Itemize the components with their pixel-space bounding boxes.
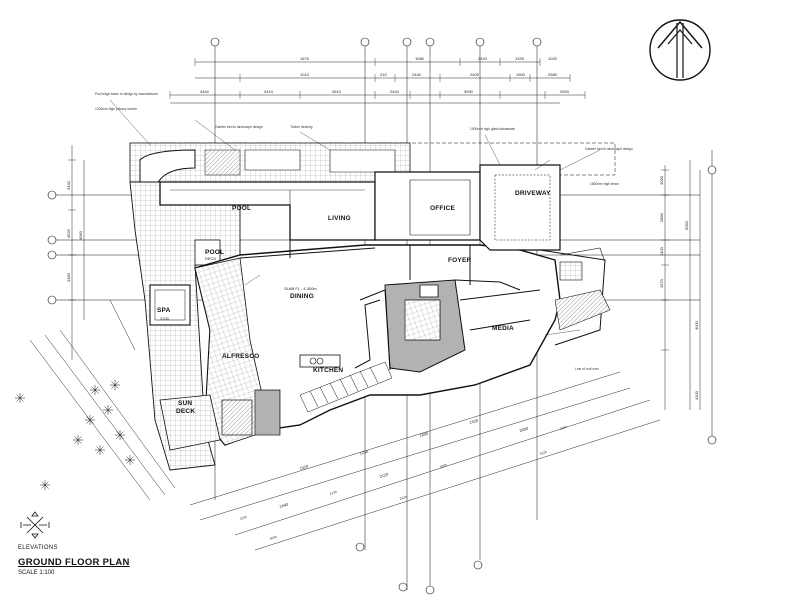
room-label-living: LIVING [328,215,351,222]
landscape-plants [15,380,135,490]
room-sub-deck: DECK [176,408,195,415]
room-label-pool: POOL [232,205,251,212]
rear-terrace [129,142,411,191]
dim-bottom-6: 2120 [379,471,390,479]
dim-bottom-4: 1520 [469,417,480,425]
north-arrow-icon [649,19,711,81]
room-label-foyer: FOYER [448,257,471,264]
top-dimension-text: 1675 1080 2420 1325 1020 1010 210 2440 2… [200,56,570,94]
dim-top-6: 1010 [300,72,310,77]
dim-top-2: 1080 [415,56,425,61]
pool-surround [129,181,241,471]
room-label-pool-deck: POOL [205,249,224,256]
note-2: 1200mm high privacy screen [95,107,137,111]
dim-left-2: 4520 [66,228,71,238]
room-labels: POOL LIVING OFFICE DRIVEWAY POOL DECK DI… [157,190,551,415]
room-label-kitchen: KITCHEN [313,367,343,374]
dim-bottom-5: 2440 [279,501,290,509]
room-label-driveway: DRIVEWAY [515,190,551,197]
dim-top-10: 1900 [516,72,526,77]
dim-top-13: 3410 [264,89,274,94]
dim-top-8: 2440 [412,72,422,77]
dim-right-3: 1400 [659,246,664,256]
svg-text:3000: 3000 [269,535,277,541]
building-outline [159,240,561,451]
dim-bottom-1: 1020 [299,463,310,471]
note-4: Timber decking [290,125,313,129]
room-label-sun: SUN [178,400,192,407]
dim-right-7: 4100 [694,390,699,400]
note-1: Pool edge beam to design by manufacturer [95,92,159,96]
dim-top-5: 1020 [548,56,558,61]
dim-right-5: 5050 [684,220,689,230]
annotations: Pool edge beam to design by manufacturer… [95,92,633,371]
front-wing [374,164,611,346]
svg-text:2130: 2130 [329,490,337,496]
room-label-spa: SPA [157,307,171,314]
dim-top-7: 210 [380,72,387,77]
grid-bubbles [210,37,542,595]
side-dimension-lines [68,145,701,410]
dim-top-15: 2440 [390,89,400,94]
note-5: 1000mm high glass balustrade [470,127,515,131]
svg-text:2420: 2420 [399,495,407,501]
dim-right-4: 1570 [659,278,664,288]
dim-top-4: 1325 [515,56,525,61]
room-sub-dining: SLAB FL - 4.300m [284,286,317,291]
dim-top-1: 1675 [300,56,310,61]
note-6: Garden bed to landscape design [585,147,633,151]
dim-top-9: 2400 [470,72,480,77]
room-sub-spa: 2100 [160,316,170,321]
scale-label: SCALE 1:100 [18,570,55,576]
stairs [299,361,393,413]
svg-text:1245: 1245 [239,515,247,521]
dim-bottom-7: 2000 [519,425,530,433]
top-dimension-lines [169,58,586,104]
dim-bottom-3: 1600 [419,430,430,438]
svg-text:3120: 3120 [539,450,547,456]
dim-right-2: 2880 [659,212,664,222]
elevations-label: ELEVATIONS [18,545,58,551]
room-sub-pool-deck: DECK [205,256,216,261]
note-3: Garden bed to landscape design [215,125,263,129]
dim-top-3: 2420 [478,56,488,61]
room-label-media: MEDIA [492,325,514,332]
dim-top-14: 4510 [332,89,342,94]
diagonal-dimension-lines [29,299,661,551]
dim-left-3: 3480 [66,272,71,282]
dim-bottom-2: 1230 [359,448,370,456]
dim-left-1: 3440 [66,180,71,190]
note-8: Line of roof over [575,367,600,371]
dim-top-17: 2500 [560,89,570,94]
room-label-office: OFFICE [430,205,455,212]
dim-top-11: 2580 [548,72,558,77]
dim-top-12: 4440 [200,89,210,94]
svg-text:1600: 1600 [439,463,447,469]
dim-left-4: 4060 [78,230,83,240]
note-7: 1800mm high fence [590,182,619,186]
dim-top-16: 3990 [464,89,474,94]
side-dimension-text: 3090 2880 1400 1570 5050 4000 4100 3440 … [66,175,699,400]
plan-title: GROUND FLOOR PLAN [18,557,130,568]
svg-text:1250: 1250 [559,425,567,431]
dim-right-6: 4000 [694,320,699,330]
diagonal-dimension-text: 1020 1230 1600 1520 2440 2120 2000 [279,417,530,509]
dim-right-1: 3090 [659,175,664,185]
elevation-key-icon [20,511,50,539]
title-block: ELEVATIONS GROUND FLOOR PLAN SCALE 1:100 [18,545,218,576]
room-label-alfresco: ALFRESCO [222,353,259,360]
room-label-dining: DINING [290,293,314,300]
